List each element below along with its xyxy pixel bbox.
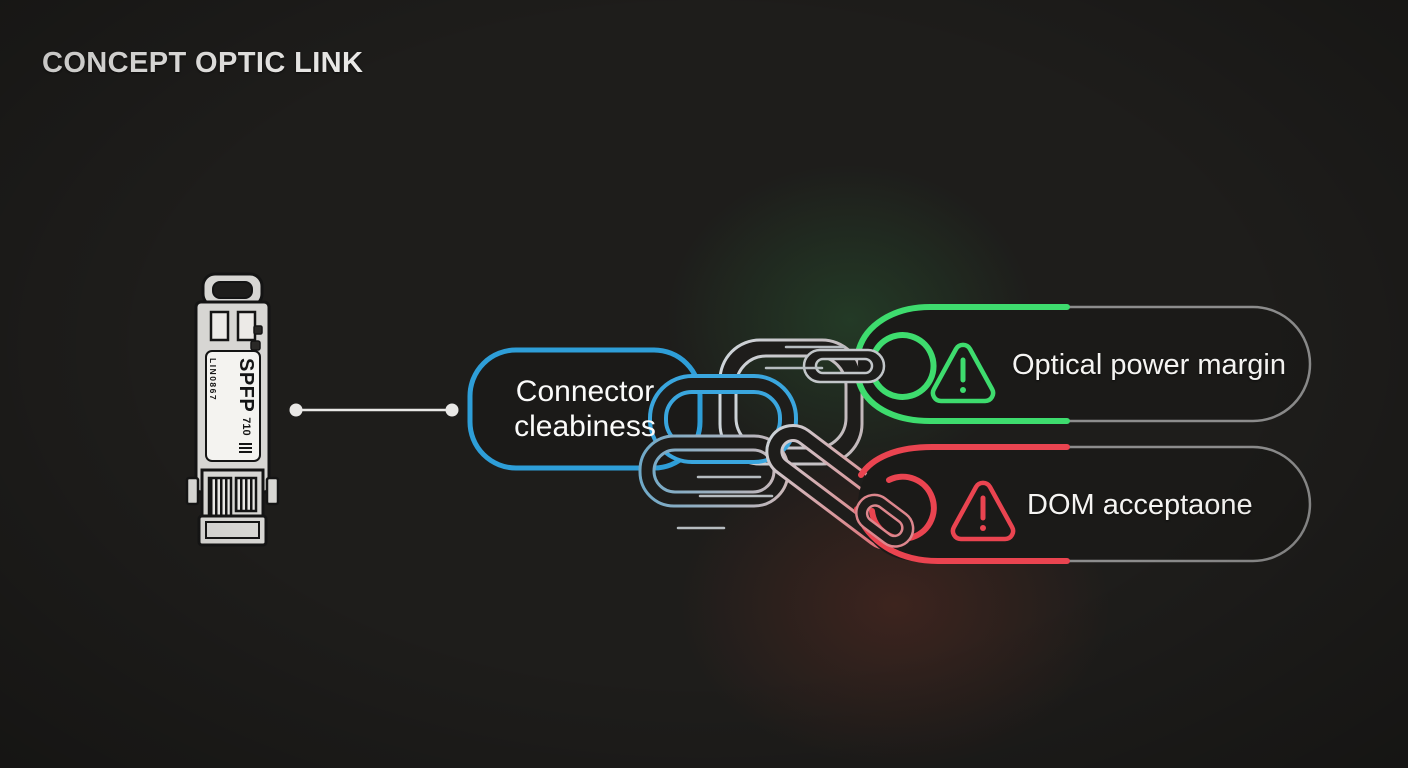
sfp-indicator-dot bbox=[253, 325, 263, 335]
barcode-icon bbox=[239, 442, 253, 454]
sfp-fin-left bbox=[185, 476, 200, 506]
sfp-model-text: 710 bbox=[240, 417, 253, 436]
outcome-bottom-label: DOM acceptaone bbox=[1027, 489, 1253, 521]
outcome-bottom-gray-border bbox=[1065, 445, 1312, 563]
outcome-node-top bbox=[802, 304, 1312, 424]
outcome-bottom-fill bbox=[858, 447, 1310, 561]
sfp-pins-right bbox=[234, 476, 258, 513]
sfp-serial-text: LIN0867 bbox=[208, 358, 219, 402]
chain-arm-into-green-hook bbox=[802, 348, 886, 384]
sfp-fin-right bbox=[265, 476, 280, 506]
outcome-top-fill bbox=[858, 307, 1310, 421]
sfp-label-row1: SPFP 710 bbox=[235, 358, 257, 454]
cause-label-line1: Connector bbox=[515, 374, 655, 408]
cause-label-line2: cleabiness bbox=[514, 410, 656, 443]
sfp-pins-left bbox=[207, 476, 233, 518]
outcome-top-label: Optical power margin bbox=[1012, 349, 1286, 381]
outcome-top-gray-border bbox=[1065, 305, 1312, 423]
sfp-brand-text: SPFP bbox=[235, 358, 257, 413]
warning-triangle-icon bbox=[950, 480, 1016, 542]
connector-line bbox=[289, 403, 459, 417]
green-chain-hook bbox=[873, 332, 937, 400]
connector-dot-left bbox=[289, 403, 303, 417]
shine-lines bbox=[676, 345, 846, 530]
outcome-top-green-border bbox=[856, 304, 1070, 424]
sfp-window-left bbox=[209, 310, 230, 342]
sfp-label: SPFP 710 LIN0867 bbox=[205, 350, 261, 462]
sfp-bottom-cap bbox=[197, 514, 268, 547]
page-title: CONCEPT OPTIC LINK bbox=[42, 47, 364, 79]
chain-arm-into-red-hook bbox=[855, 493, 915, 548]
sfp-indicator-dot bbox=[250, 340, 261, 351]
cause-node-label: Connector cleabiness bbox=[470, 350, 700, 468]
sfp-window-right bbox=[236, 310, 257, 342]
sfp-bail-hole bbox=[212, 281, 253, 299]
warning-triangle-icon bbox=[930, 342, 996, 404]
cause-node-box bbox=[467, 347, 703, 471]
connector-dot-right bbox=[445, 403, 459, 417]
sfp-bottom-notch bbox=[205, 521, 260, 539]
outcome-node-bottom bbox=[854, 444, 1312, 564]
